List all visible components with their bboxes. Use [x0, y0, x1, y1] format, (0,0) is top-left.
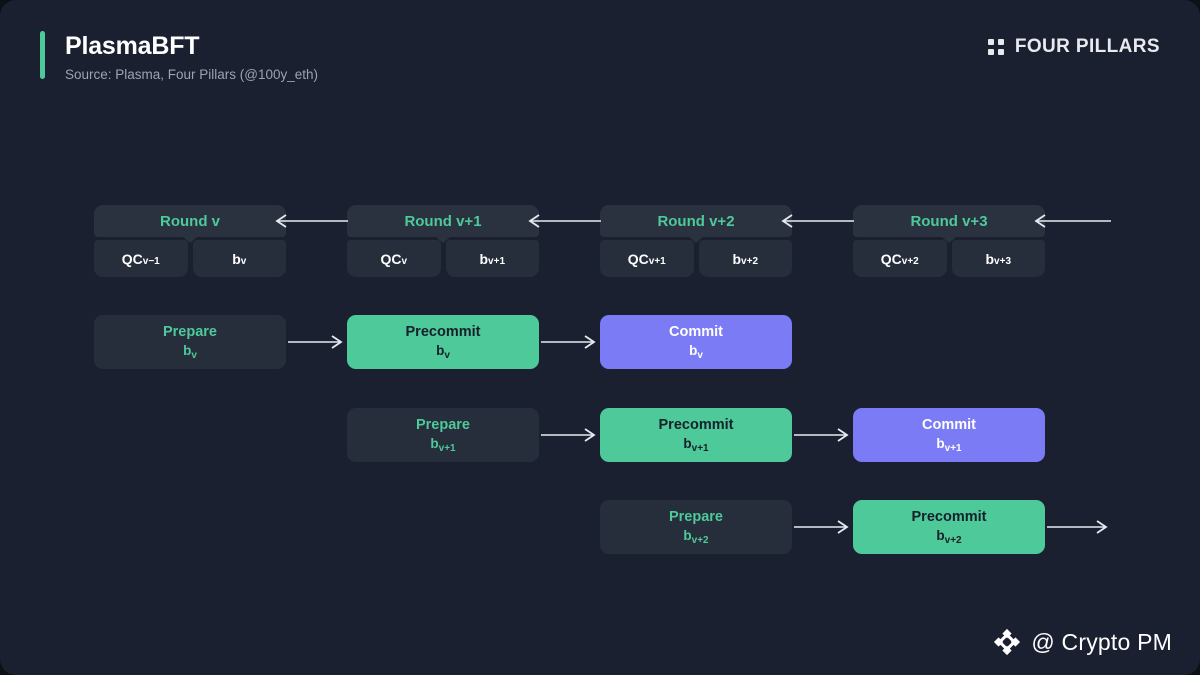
- round-arrow-left-2: [778, 214, 854, 228]
- phase-block: bv+2: [936, 527, 962, 546]
- phase-arrow-row2-0: [794, 520, 852, 534]
- phase-arrow-row0-0: [288, 335, 346, 349]
- chevron-down-icon: [942, 237, 956, 243]
- phase-prepare-row0[interactable]: Prepare bv: [94, 315, 286, 369]
- watermark-label: @ Crypto PM: [1031, 628, 1172, 655]
- phase-label: Precommit: [658, 416, 734, 433]
- phase-arrow-row1-1: [794, 428, 852, 442]
- brand-label: FOUR PILLARS: [1014, 36, 1160, 57]
- phase-label: Precommit: [911, 508, 987, 525]
- phase-commit-row1[interactable]: Commit bv+1: [853, 408, 1045, 462]
- binance-diamond-icon: [994, 628, 1021, 656]
- phase-label: Commit: [922, 416, 976, 433]
- phase-block: bv: [689, 342, 703, 361]
- brand-logo: FOUR PILLARS: [987, 36, 1160, 58]
- phase-arrow-row1-0: [541, 428, 599, 442]
- phase-label: Precommit: [405, 323, 481, 340]
- source-caption: Source: Plasma, Four Pillars (@100y_eth): [65, 67, 319, 82]
- phase-block: bv+1: [430, 435, 456, 454]
- watermark: @ Crypto PM: [992, 627, 1172, 657]
- chevron-down-icon: [436, 237, 450, 243]
- phase-block: bv+1: [936, 435, 962, 454]
- chevron-down-icon: [183, 237, 197, 243]
- round-arrow-left-3: [1031, 214, 1111, 228]
- phase-prepare-row1[interactable]: Prepare bv+1: [347, 408, 539, 462]
- phase-precommit-row1[interactable]: Precommit bv+1: [600, 408, 792, 462]
- round-header: Round v+1: [347, 205, 539, 237]
- phase-label: Prepare: [668, 508, 723, 525]
- phase-block: bv+1: [683, 435, 709, 454]
- phase-block: bv: [183, 342, 197, 361]
- round-arrow-left-1: [525, 214, 601, 228]
- phase-precommit-row0[interactable]: Precommit bv: [347, 315, 539, 369]
- four-dots-icon: [987, 39, 1004, 55]
- chevron-down-icon: [689, 237, 703, 243]
- header: PlasmaBFT Source: Plasma, Four Pillars (…: [40, 31, 318, 83]
- phase-prepare-row2[interactable]: Prepare bv+2: [600, 500, 792, 554]
- phase-block: bv+2: [683, 527, 709, 546]
- phase-block: bv: [436, 342, 450, 361]
- phase-label: Prepare: [162, 323, 217, 340]
- page-title: PlasmaBFT: [65, 32, 200, 60]
- phase-arrow-row2-out: [1047, 520, 1111, 534]
- phase-commit-row0[interactable]: Commit bv: [600, 315, 792, 369]
- phase-label: Prepare: [415, 416, 470, 433]
- phase-arrow-row0-1: [541, 335, 599, 349]
- phase-label: Commit: [669, 323, 723, 340]
- phase-precommit-row2[interactable]: Precommit bv+2: [853, 500, 1045, 554]
- accent-bar: [40, 31, 45, 79]
- round-header: Round v+2: [600, 205, 792, 237]
- round-arrow-left-0: [272, 214, 348, 228]
- round-header: Round v: [94, 205, 286, 237]
- round-header: Round v+3: [853, 205, 1045, 237]
